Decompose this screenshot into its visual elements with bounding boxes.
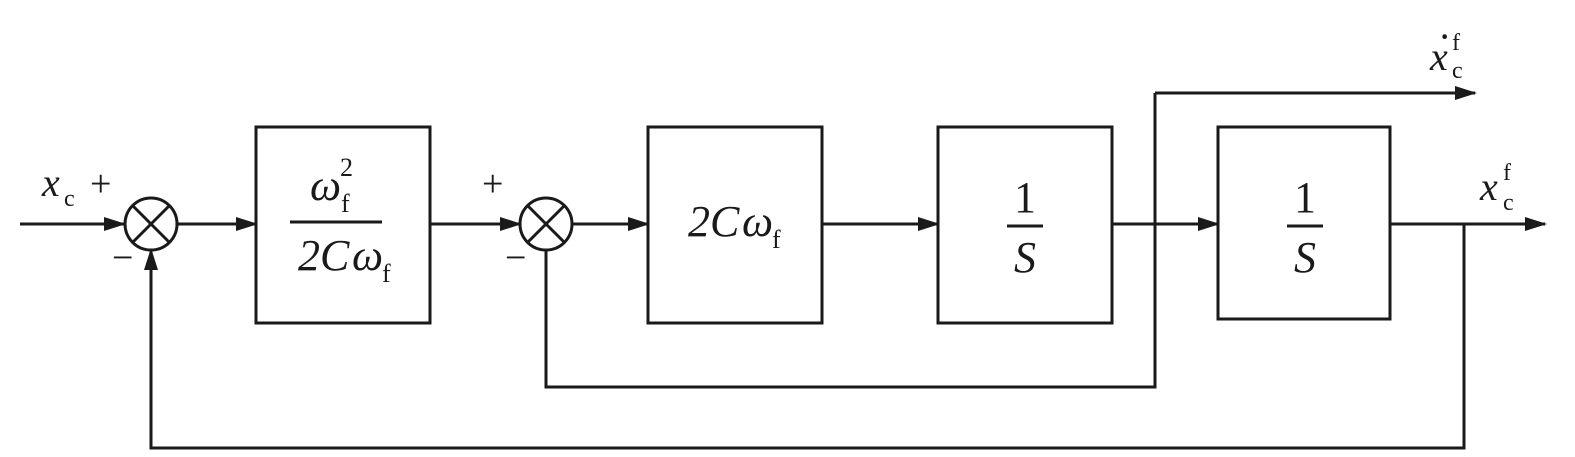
gain-numerator-superscript: 2	[340, 153, 353, 182]
outer-feedback-line	[144, 224, 1466, 450]
position-output-subscript: c	[1503, 190, 1514, 216]
integrator-1-numerator: 1	[1014, 173, 1036, 222]
sum1-minus-sign: −	[112, 237, 133, 279]
integrator-2-numerator: 1	[1294, 173, 1316, 222]
sum2-minus-sign: −	[505, 237, 526, 279]
integrator-1-denominator: S	[1014, 233, 1036, 282]
velocity-output-subscript: c	[1452, 58, 1463, 84]
gain-denominator-coeff: 2C	[298, 231, 350, 280]
input-label: x	[41, 160, 60, 205]
gain-numerator-subscript: f	[341, 189, 350, 218]
sum-junction-2	[518, 196, 574, 252]
input-label-subscript: c	[64, 186, 75, 212]
damping-subscript: f	[772, 225, 781, 254]
sum2-plus-sign: +	[482, 163, 503, 205]
sum1-plus-sign: +	[90, 163, 111, 205]
inner-feedback-line	[544, 93, 1157, 389]
gain-denominator-omega: ω	[352, 231, 383, 280]
position-output-symbol: x	[1479, 164, 1498, 209]
integrator-2-denominator: S	[1294, 233, 1316, 282]
damping-omega: ω	[742, 197, 773, 246]
position-output-superscript: f	[1503, 160, 1511, 186]
velocity-output-superscript: f	[1452, 30, 1460, 56]
integrator-2-block	[1216, 125, 1392, 321]
velocity-output-dot: ·	[1438, 14, 1451, 59]
damping-coeff: 2C	[688, 197, 740, 246]
gain-denominator-subscript: f	[382, 259, 391, 288]
velocity-output-symbol: x	[1429, 34, 1448, 79]
gain-numerator-omega: ω	[310, 161, 341, 210]
